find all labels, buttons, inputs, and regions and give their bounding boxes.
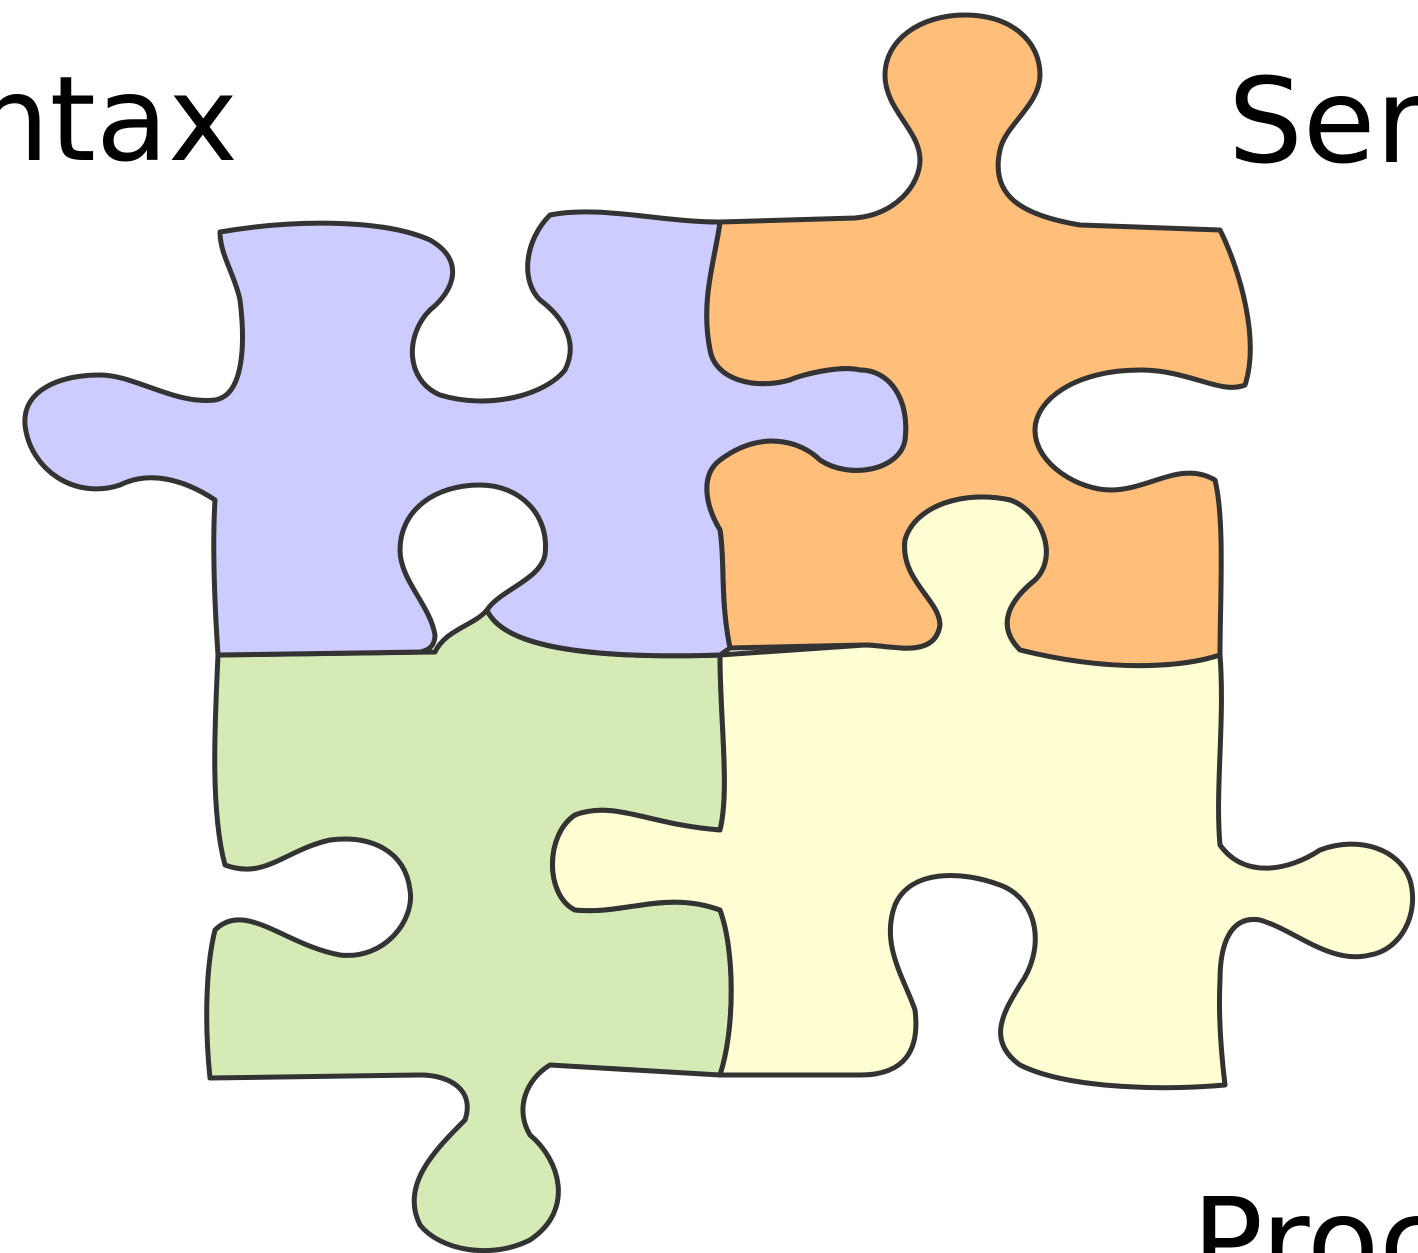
- puzzle-piece-top-left: [22, 209, 909, 659]
- label-pragmatics: Proc: [1192, 1172, 1418, 1253]
- puzzle-piece-bottom-left: [204, 607, 734, 1253]
- label-semantics: Ser: [1228, 52, 1418, 190]
- label-syntax: ntax: [0, 50, 238, 188]
- puzzle-piece-bottom-right: [550, 494, 1416, 1091]
